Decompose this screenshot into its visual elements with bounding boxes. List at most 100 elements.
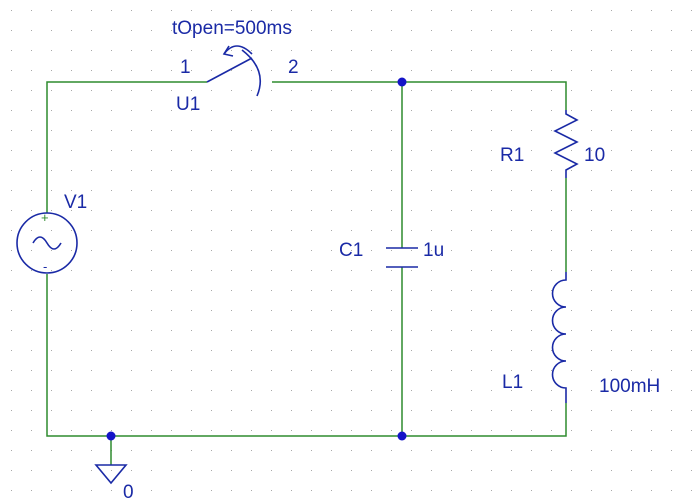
- grid-dot: [671, 450, 672, 451]
- grid-dot: [491, 150, 492, 151]
- inductor-value-label: 100mH: [599, 376, 660, 397]
- grid-dot: [71, 250, 72, 251]
- grid-dot: [31, 130, 32, 131]
- grid-dot: [211, 390, 212, 391]
- grid-dot: [171, 70, 172, 71]
- grid-dot: [51, 290, 52, 291]
- grid-dot: [171, 10, 172, 11]
- grid-dot: [271, 70, 272, 71]
- grid-dot: [31, 150, 32, 151]
- grid-dot: [251, 390, 252, 391]
- inductor-ref-label: L1: [502, 372, 523, 393]
- grid-dot: [531, 210, 532, 211]
- grid-dot: [571, 290, 572, 291]
- capacitor-c1[interactable]: C1 1u: [339, 240, 444, 268]
- switch-u1[interactable]: tOpen=500ms 1 2 U1: [172, 18, 299, 115]
- grid-dot: [691, 110, 692, 111]
- grid-dot: [331, 250, 332, 251]
- grid-dot: [351, 450, 352, 451]
- grid-dot: [231, 50, 232, 51]
- grid-dot: [471, 210, 472, 211]
- grid-dot: [551, 90, 552, 91]
- grid-dot: [231, 450, 232, 451]
- grid-dot: [231, 30, 232, 31]
- grid-dot: [631, 50, 632, 51]
- grid-dot: [91, 250, 92, 251]
- junction-ground-node[interactable]: [106, 431, 116, 441]
- grid-dot: [171, 190, 172, 191]
- grid-dot: [631, 450, 632, 451]
- ground-net-label: 0: [123, 482, 134, 502]
- grid-dot: [691, 490, 692, 491]
- grid-dot: [411, 50, 412, 51]
- grid-dot: [351, 430, 352, 431]
- grid-dot: [571, 90, 572, 91]
- grid-dot: [451, 350, 452, 351]
- grid-dot: [291, 50, 292, 51]
- grid-dot: [631, 230, 632, 231]
- grid-dot: [651, 10, 652, 11]
- grid-dot: [551, 190, 552, 191]
- grid-dot: [311, 230, 312, 231]
- grid-dot: [631, 470, 632, 471]
- grid-dot: [551, 390, 552, 391]
- junction-bottom-node[interactable]: [397, 431, 407, 441]
- grid-dot: [51, 370, 52, 371]
- grid-dot: [91, 170, 92, 171]
- resistor-r1[interactable]: R1 10: [500, 110, 605, 178]
- grid-dot: [251, 50, 252, 51]
- inductor-l1[interactable]: L1 100mH: [502, 272, 660, 403]
- grid-dot: [191, 230, 192, 231]
- grid-dot: [151, 190, 152, 191]
- junction-top-node[interactable]: [397, 77, 407, 87]
- grid-dot: [531, 170, 532, 171]
- grid-dot: [671, 370, 672, 371]
- ground-symbol[interactable]: 0: [94, 464, 134, 502]
- grid-dot: [131, 90, 132, 91]
- grid-dot: [111, 430, 112, 431]
- grid-dot: [691, 230, 692, 231]
- ground-icon: [94, 464, 128, 485]
- grid-dot: [231, 70, 232, 71]
- grid-dot: [651, 150, 652, 151]
- grid-dot: [631, 330, 632, 331]
- grid-dot: [11, 310, 12, 311]
- grid-dot: [691, 30, 692, 31]
- voltage-source-v1[interactable]: + - V1: [16, 192, 87, 274]
- grid-dot: [631, 110, 632, 111]
- grid-dot: [11, 290, 12, 291]
- grid-dot: [391, 370, 392, 371]
- grid-dot: [131, 150, 132, 151]
- wire-left-top[interactable]: [46, 81, 207, 213]
- grid-dot: [171, 150, 172, 151]
- grid-dot: [271, 310, 272, 311]
- grid-dot: [51, 410, 52, 411]
- grid-dot: [591, 190, 592, 191]
- grid-dot: [171, 270, 172, 271]
- grid-dot: [91, 290, 92, 291]
- grid-dot: [471, 330, 472, 331]
- grid-dot: [51, 150, 52, 151]
- grid-dot: [551, 270, 552, 271]
- wire-inductor-to-bottom[interactable]: [46, 274, 567, 437]
- grid-dot: [391, 250, 392, 251]
- grid-dot: [491, 270, 492, 271]
- grid-dot: [171, 170, 172, 171]
- grid-dot: [431, 470, 432, 471]
- grid-dot: [331, 390, 332, 391]
- grid-dot: [571, 110, 572, 111]
- grid-dot: [671, 190, 672, 191]
- wire-switch-to-node[interactable]: [272, 81, 567, 110]
- grid-dot: [71, 230, 72, 231]
- grid-dot: [371, 270, 372, 271]
- grid-dot: [511, 90, 512, 91]
- grid-dot: [311, 10, 312, 11]
- grid-dot: [331, 330, 332, 331]
- grid-dot: [191, 170, 192, 171]
- grid-dot: [211, 470, 212, 471]
- grid-dot: [351, 230, 352, 231]
- grid-dot: [211, 250, 212, 251]
- grid-dot: [491, 250, 492, 251]
- grid-dot: [411, 270, 412, 271]
- grid-dot: [471, 130, 472, 131]
